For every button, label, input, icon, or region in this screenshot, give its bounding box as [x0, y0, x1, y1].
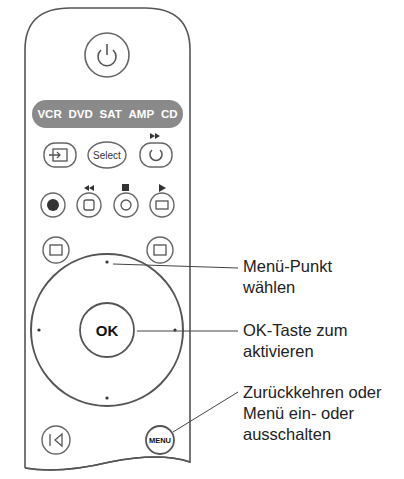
button — [114, 193, 138, 217]
menu-button — [146, 426, 174, 454]
button-icon — [50, 434, 62, 446]
mode-button — [140, 143, 172, 167]
play-icon — [159, 184, 166, 192]
button-text: DVD — [69, 108, 93, 120]
nav-dot — [105, 396, 108, 399]
callout-label: Menü-Punkt wählen — [243, 256, 355, 298]
ok-button — [80, 303, 134, 357]
button-text: MENU — [149, 436, 171, 445]
select-button — [88, 142, 126, 168]
leader-line — [113, 264, 238, 268]
button-icon — [156, 201, 168, 209]
button-text: CD — [161, 108, 178, 120]
input-arrow — [49, 152, 60, 158]
select-button: Select — [88, 143, 126, 167]
record-button — [41, 193, 65, 217]
button — [43, 237, 69, 263]
source-band: VCR DVD SAT AMP CD — [34, 100, 181, 128]
nav-dot — [37, 328, 40, 331]
record-dot — [47, 199, 59, 211]
menu-button: MENU — [146, 426, 174, 454]
ffwd-icon — [150, 133, 160, 139]
button — [77, 193, 101, 217]
leader-line — [137, 331, 238, 332]
source-band — [32, 100, 183, 128]
power-symbol-bar — [106, 44, 108, 55]
navigation-ring — [31, 254, 183, 406]
button-icon — [50, 245, 62, 255]
button — [42, 426, 70, 454]
button-icon — [154, 245, 166, 255]
callout-label: OK-Taste zum aktivieren — [243, 320, 398, 362]
cut-line — [25, 457, 190, 470]
button-text: AMP — [129, 108, 155, 120]
ok-button: OK — [81, 304, 133, 356]
remote-body — [25, 8, 190, 470]
button — [150, 193, 174, 217]
button-text: Select — [93, 150, 121, 161]
button-text: SAT — [100, 108, 122, 120]
button-text: VCR — [37, 108, 61, 120]
button — [147, 237, 173, 263]
nav-dot — [105, 260, 108, 263]
callout-label: Zurückkehren oder Menü ein- oder ausscha… — [243, 382, 398, 445]
button-text: OK — [96, 322, 119, 339]
rewind-icon — [84, 185, 94, 191]
button-icon — [121, 200, 131, 210]
leader-line — [173, 392, 238, 432]
button-icon — [84, 200, 94, 210]
input-button — [44, 143, 76, 167]
mode-icon — [150, 150, 162, 160]
power-button — [85, 33, 129, 77]
stop-icon — [122, 184, 129, 191]
